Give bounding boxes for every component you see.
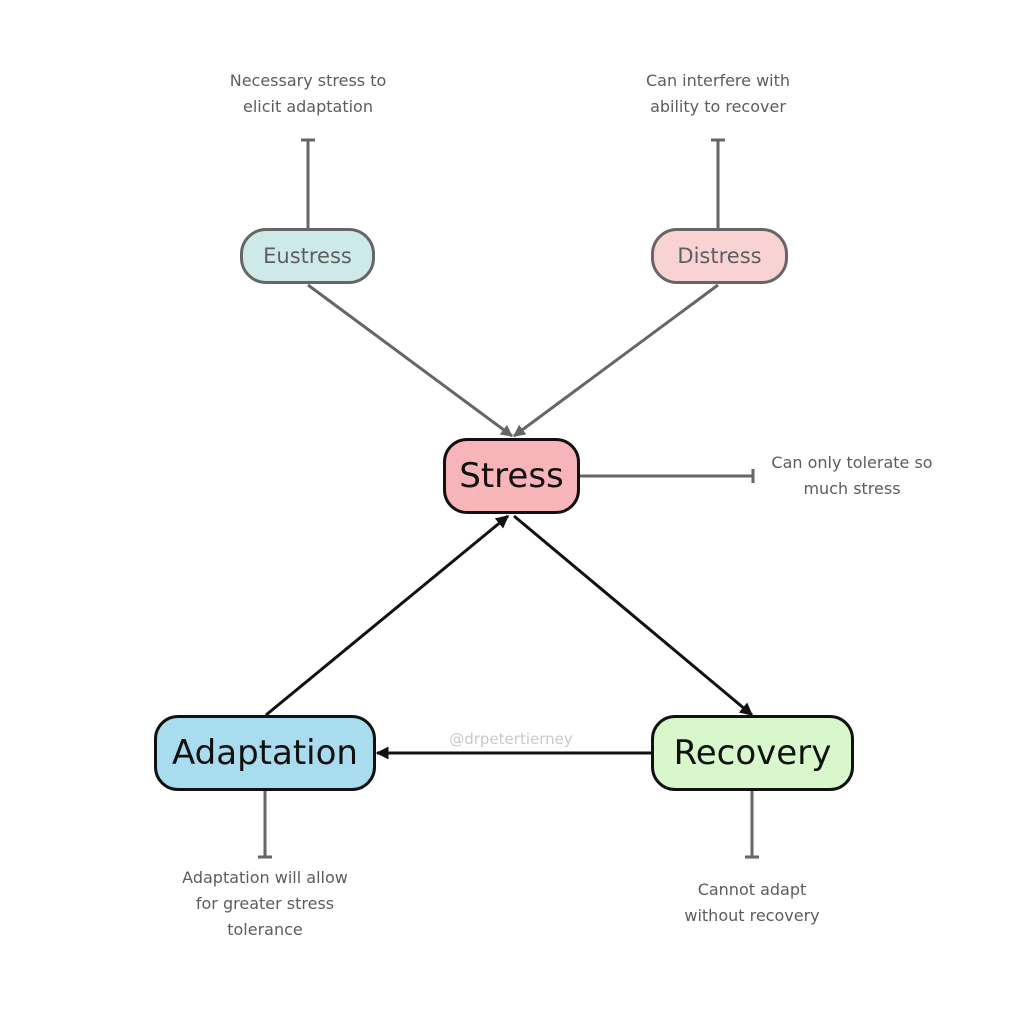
stress-node: Stress xyxy=(443,438,580,514)
note-line: Cannot adapt xyxy=(697,880,807,899)
eustress-node: Eustress xyxy=(240,228,375,284)
adaptation-to-stress-arrow xyxy=(265,514,510,717)
distress-label: Distress xyxy=(677,244,762,268)
note-line: Necessary stress to xyxy=(229,71,387,90)
eustress-to-stress-arrow xyxy=(307,283,513,438)
eustress-note: Necessary stress to elicit adaptation xyxy=(198,68,418,120)
distress-node: Distress xyxy=(651,228,788,284)
note-line: elicit adaptation xyxy=(243,97,373,116)
recovery-node: Recovery xyxy=(651,715,854,791)
adaptation-label: Adaptation xyxy=(172,733,358,773)
note-line: for greater stress xyxy=(195,894,335,913)
note-line: Can only tolerate so xyxy=(771,453,933,472)
adaptation-node: Adaptation xyxy=(154,715,376,791)
stress-label: Stress xyxy=(459,456,564,496)
distress-to-stress-arrow xyxy=(513,283,719,438)
stress-to-recovery-arrow xyxy=(513,514,753,717)
recovery-label: Recovery xyxy=(673,733,832,773)
recovery-note: Cannot adapt without recovery xyxy=(642,877,862,929)
note-line: Can interfere with xyxy=(645,71,791,90)
stress-note: Can only tolerate so much stress xyxy=(752,450,952,502)
note-line: ability to recover xyxy=(650,97,786,116)
note-line: tolerance xyxy=(227,920,303,939)
eustress-label: Eustress xyxy=(263,244,352,268)
distress-note: Can interfere with ability to recover xyxy=(608,68,828,120)
adaptation-note: Adaptation will allow for greater stress… xyxy=(150,865,380,943)
watermark: @drpetertierney xyxy=(449,730,573,748)
note-line: without recovery xyxy=(684,906,820,925)
note-line: much stress xyxy=(803,479,901,498)
note-line: Adaptation will allow xyxy=(182,868,348,887)
